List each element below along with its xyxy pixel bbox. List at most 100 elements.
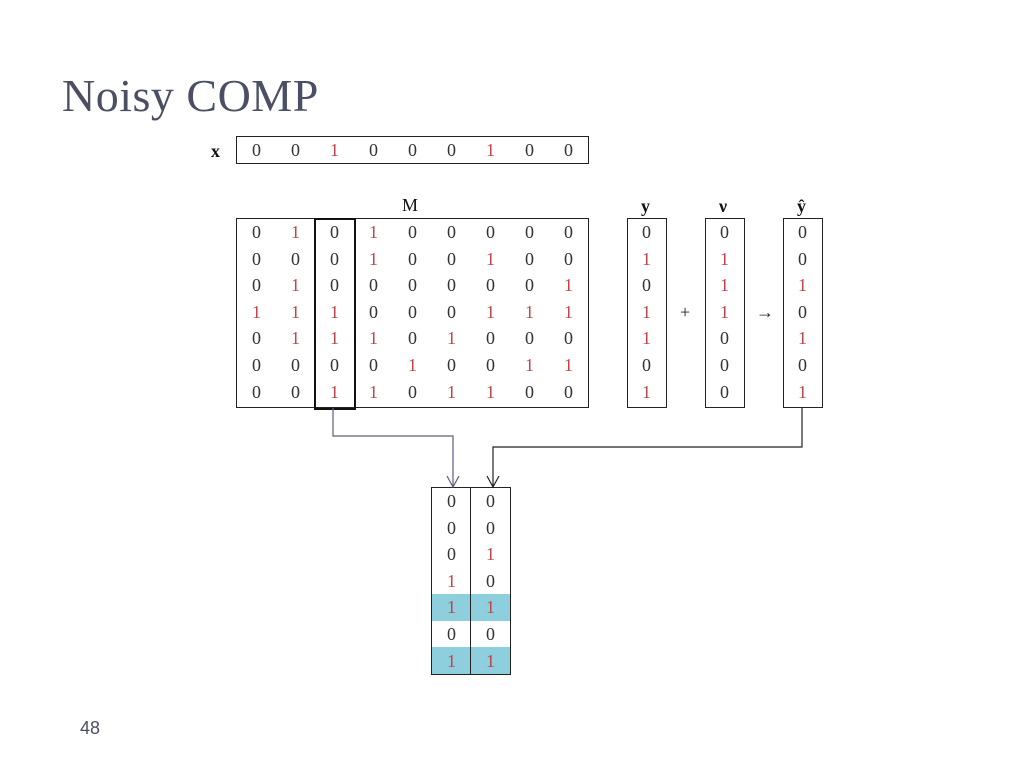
matrix-cell: 1 (525, 301, 534, 322)
y-cell: 0 (642, 222, 651, 242)
slide-title: Noisy COMP (62, 70, 319, 121)
matrix-cell: 0 (447, 355, 456, 375)
comparison-table-box (431, 487, 511, 675)
matrix-cell: 0 (330, 355, 339, 375)
y-cell: 0 (642, 275, 651, 296)
matrix-cell: 0 (525, 275, 534, 296)
matrix-cell: 0 (252, 275, 261, 296)
plus-sign: + (680, 302, 691, 322)
matrix-cell: 0 (525, 328, 534, 349)
selected-column-box (314, 218, 356, 410)
matrix-cell: 1 (447, 328, 456, 349)
matrix-cell: 0 (252, 222, 261, 242)
matrix-cell: 1 (486, 381, 495, 402)
matrix-cell: 1 (330, 328, 339, 349)
matrix-cell: 0 (252, 355, 261, 375)
matrix-cell: 1 (291, 275, 300, 296)
matrix-cell: 1 (291, 301, 300, 322)
x-cell: 1 (486, 140, 495, 160)
matrix-cell: 0 (291, 355, 300, 375)
comparison-left-cell: 0 (447, 624, 456, 644)
y-cell: 1 (642, 381, 651, 402)
comparison-highlight-row-5 (432, 594, 510, 621)
matrix-cell: 0 (525, 248, 534, 269)
comparison-right-cell: 0 (486, 517, 495, 538)
yhat-cell: 1 (798, 381, 807, 402)
x-cell: 0 (525, 140, 534, 160)
column-arrowhead (446, 475, 460, 489)
x-cell: 0 (447, 140, 456, 160)
matrix-cell: 1 (330, 381, 339, 402)
comparison-left-cell: 0 (447, 517, 456, 538)
comparison-divider (470, 487, 471, 674)
matrix-cell: 1 (564, 275, 573, 296)
matrix-cell: 0 (447, 222, 456, 242)
matrix-cell: 0 (330, 222, 339, 242)
comparison-left-cell: 1 (447, 650, 456, 671)
matrix-cell: 0 (330, 275, 339, 296)
y-vector-box (627, 218, 667, 408)
matrix-cell: 1 (252, 301, 261, 322)
matrix-cell: 0 (291, 248, 300, 269)
matrix-cell: 0 (486, 355, 495, 375)
nu-cell: 1 (720, 248, 729, 269)
nu-cell: 0 (720, 222, 729, 242)
matrix-cell: 0 (564, 328, 573, 349)
comparison-right-cell: 0 (486, 624, 495, 644)
matrix-cell: 0 (408, 222, 417, 242)
matrix-cell: 0 (369, 275, 378, 296)
column-to-comparison-connector (332, 408, 454, 486)
matrix-cell: 0 (252, 381, 261, 402)
yhat-cell: 1 (798, 328, 807, 349)
nu-cell: 1 (720, 275, 729, 296)
matrix-cell: 0 (408, 328, 417, 349)
y-cell: 0 (642, 355, 651, 375)
yhat-cell: 0 (798, 301, 807, 322)
yhat-arrowhead (486, 475, 500, 489)
matrix-cell: 0 (564, 248, 573, 269)
comparison-right-cell: 0 (486, 570, 495, 591)
matrix-cell: 0 (564, 381, 573, 402)
matrix-cell: 0 (408, 301, 417, 322)
matrix-cell: 1 (369, 328, 378, 349)
comparison-right-cell: 1 (486, 597, 495, 618)
matrix-cell: 1 (291, 222, 300, 242)
nu-cell: 1 (720, 301, 729, 322)
m-label: M (402, 195, 419, 215)
matrix-cell: 1 (564, 355, 573, 375)
matrix-cell: 0 (486, 328, 495, 349)
y-cell: 1 (642, 328, 651, 349)
matrix-cell: 1 (486, 248, 495, 269)
comparison-right-cell: 1 (486, 650, 495, 671)
matrix-cell: 0 (408, 381, 417, 402)
matrix-cell: 0 (564, 222, 573, 242)
comparison-left-cell: 0 (447, 491, 456, 511)
comparison-left-cell: 0 (447, 544, 456, 565)
matrix-cell: 0 (408, 248, 417, 269)
y-cell: 1 (642, 301, 651, 322)
nu-cell: 0 (720, 328, 729, 349)
matrix-cell: 1 (525, 355, 534, 375)
matrix-cell: 0 (369, 355, 378, 375)
matrix-cell: 1 (447, 381, 456, 402)
yhat-cell: 0 (798, 248, 807, 269)
matrix-cell: 1 (291, 328, 300, 349)
comparison-highlight-row-7 (432, 647, 510, 674)
matrix-cell: 0 (369, 301, 378, 322)
yhat-vector-box (783, 218, 823, 408)
comparison-left-cell: 1 (447, 597, 456, 618)
matrix-cell: 0 (486, 275, 495, 296)
x-cell: 0 (291, 140, 300, 160)
matrix-cell: 0 (408, 275, 417, 296)
nu-label: ν (719, 196, 728, 216)
comparison-right-cell: 1 (486, 544, 495, 565)
matrix-cell: 0 (291, 381, 300, 402)
x-cell: 0 (252, 140, 261, 160)
x-vector-box (236, 136, 589, 164)
arrow-right-icon: → (756, 302, 774, 322)
x-cell: 0 (369, 140, 378, 160)
nu-cell: 0 (720, 381, 729, 402)
matrix-cell: 1 (369, 248, 378, 269)
x-cell: 1 (330, 140, 339, 160)
